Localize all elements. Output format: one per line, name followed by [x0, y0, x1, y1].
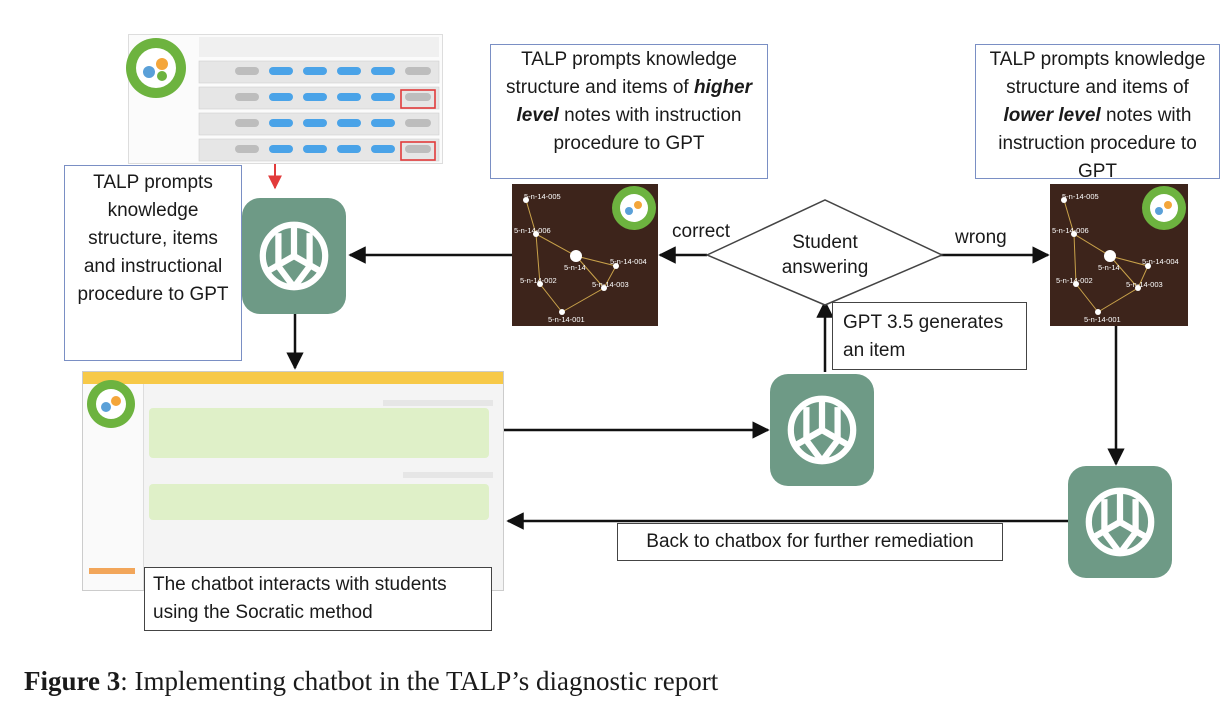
figure-caption-text: : Implementing chatbot in the TALP’s dia… [120, 666, 719, 696]
socratic-text: The chatbot interacts with students usin… [153, 574, 447, 623]
talp-logo-icon [126, 38, 186, 98]
knode-h-3: 5-n-14 [564, 263, 586, 272]
diagnostic-report-table [128, 34, 443, 164]
lower-level-emph: lower level [1003, 105, 1101, 126]
knode-h-6: 5-n-14-003 [592, 280, 629, 289]
correct-label: correct [672, 221, 731, 242]
knode-h-1: 5-n-14-005 [524, 192, 561, 201]
socratic-box: The chatbot interacts with students usin… [144, 567, 492, 631]
back-to-chatbox-text: Back to chatbox for further remediation [646, 531, 974, 552]
knowledge-map-higher: 5-n-14-005 5-n-14-006 5-n-14 5-n-14-004 … [512, 184, 658, 326]
knode-l-3: 5-n-14 [1098, 263, 1120, 272]
chat-logo-icon [87, 380, 135, 428]
higher-level-box: TALP prompts knowledge structure and ite… [490, 44, 768, 179]
wrong-label: wrong [955, 227, 1007, 248]
figure-caption-label: Figure 3 [24, 666, 121, 696]
higher-level-prefix: TALP prompts knowledge structure and ite… [505, 49, 737, 98]
decision-diamond [705, 199, 944, 306]
knode-h-7: 5-n-14-001 [548, 315, 585, 324]
higher-level-suffix: notes with instruction procedure to GPT [553, 105, 742, 154]
gpt-generates-box: GPT 3.5 generates an item [832, 302, 1027, 370]
knowledge-map-lower: 5-n-14-005 5-n-14-006 5-n-14 5-n-14-004 … [1050, 184, 1188, 326]
lower-level-box: TALP prompts knowledge structure and ite… [975, 44, 1220, 182]
gpt-logo-middle-icon [770, 374, 874, 486]
knode-l-5: 5-n-14-002 [1056, 276, 1093, 285]
knode-l-4: 5-n-14-004 [1142, 257, 1179, 266]
knode-h-4: 5-n-14-004 [610, 257, 647, 266]
back-to-chatbox-box: Back to chatbox for further remediation [617, 523, 1003, 561]
knode-h-2: 5-n-14-006 [514, 226, 551, 235]
knode-l-1: 5-n-14-005 [1062, 192, 1099, 201]
gpt-logo-left-icon [242, 198, 346, 314]
prompt-box-left: TALP prompts knowledge structure, items … [64, 165, 242, 361]
lower-level-suffix: notes with instruction procedure to GPT [998, 105, 1197, 182]
figure-caption: Figure 3: Implementing chatbot in the TA… [24, 666, 718, 697]
knode-l-6: 5-n-14-003 [1126, 280, 1163, 289]
lower-level-prefix: TALP prompts knowledge structure and ite… [989, 49, 1206, 98]
higher-level-emph: higher level [516, 77, 753, 126]
knode-l-2: 5-n-14-006 [1052, 226, 1089, 235]
prompt-box-left-text: TALP prompts knowledge structure, items … [77, 172, 229, 305]
gpt-generates-text: GPT 3.5 generates an item [843, 312, 1004, 361]
knode-l-7: 5-n-14-001 [1084, 315, 1121, 324]
decision-label: Student answering [781, 232, 869, 278]
chatbot-screenshot [82, 371, 504, 591]
knode-h-5: 5-n-14-002 [520, 276, 557, 285]
gpt-logo-right-icon [1068, 466, 1172, 578]
